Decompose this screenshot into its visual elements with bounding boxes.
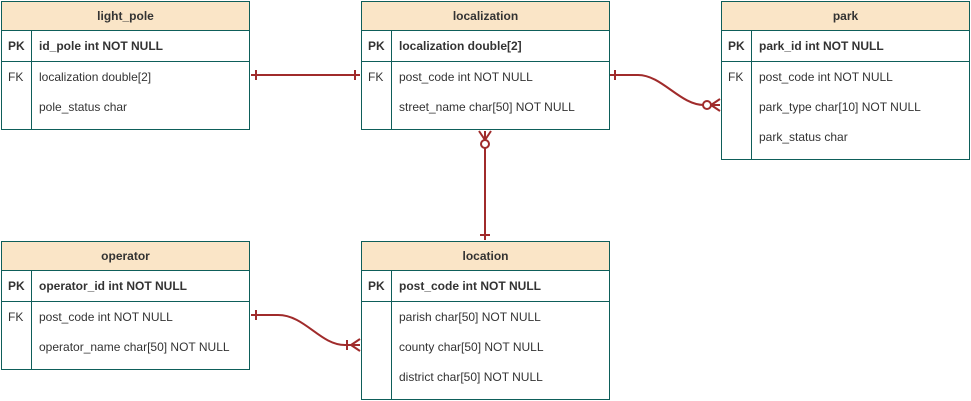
key-column-divider — [391, 31, 392, 129]
key-column-divider — [31, 31, 32, 129]
attribute-name: id_pole int NOT NULL — [39, 39, 163, 53]
pk-row[interactable]: PK post_code int NOT NULL — [362, 271, 609, 302]
key-column-divider — [751, 31, 752, 159]
attribute-row[interactable]: street_name char[50] NOT NULL — [362, 92, 609, 122]
entity-title: location — [362, 242, 609, 271]
entity-localization[interactable]: localization PK localization double[2] F… — [361, 1, 610, 130]
attribute-row[interactable]: FK localization double[2] — [2, 62, 249, 92]
fk-label: FK — [728, 70, 744, 84]
cardinality-zero-circle — [702, 100, 712, 110]
key-label — [362, 332, 391, 362]
attribute-name: operator_id int NOT NULL — [39, 279, 187, 293]
attribute-name: post_code int NOT NULL — [759, 70, 893, 84]
attribute-row[interactable]: parish char[50] NOT NULL — [362, 302, 609, 332]
attribute-name: localization double[2] — [39, 70, 152, 84]
attribute-name: park_status char — [759, 130, 848, 144]
pk-row[interactable]: PK id_pole int NOT NULL — [2, 31, 249, 62]
key-column-divider — [31, 271, 32, 369]
cardinality-zero-circle — [480, 139, 490, 149]
entity-park[interactable]: park PK park_id int NOT NULL FK post_cod… — [721, 1, 970, 160]
fk-label: FK — [368, 70, 384, 84]
cardinality-many-crowfoot — [478, 130, 492, 141]
entity-title: light_pole — [2, 2, 249, 31]
pk-row[interactable]: PK operator_id int NOT NULL — [2, 271, 249, 302]
attribute-name: post_code int NOT NULL — [39, 310, 173, 324]
pk-label: PK — [8, 279, 25, 293]
entity-operator[interactable]: operator PK operator_id int NOT NULL FK … — [1, 241, 250, 370]
attribute-name: post_code int NOT NULL — [399, 70, 533, 84]
key-label — [362, 362, 391, 392]
entity-light-pole[interactable]: light_pole PK id_pole int NOT NULL FK lo… — [1, 1, 250, 130]
key-label — [362, 92, 391, 122]
attribute-name: parish char[50] NOT NULL — [399, 310, 541, 324]
attribute-name: street_name char[50] NOT NULL — [399, 100, 575, 114]
fk-label: FK — [8, 310, 24, 324]
key-label — [2, 92, 31, 122]
attribute-row[interactable]: FK post_code int NOT NULL — [2, 302, 249, 332]
connector-operator-location[interactable] — [251, 314, 360, 346]
fk-label: FK — [8, 70, 24, 84]
attribute-row[interactable]: pole_status char — [2, 92, 249, 122]
key-label — [722, 92, 751, 122]
cardinality-many-crowfoot — [710, 98, 721, 112]
connector-localization-park[interactable] — [610, 74, 720, 106]
attribute-name: operator_name char[50] NOT NULL — [39, 340, 230, 354]
attribute-name: post_code int NOT NULL — [399, 279, 541, 293]
pk-label: PK — [8, 39, 25, 53]
attribute-name: park_type char[10] NOT NULL — [759, 100, 921, 114]
attribute-row[interactable]: district char[50] NOT NULL — [362, 362, 609, 392]
key-label — [2, 332, 31, 362]
attribute-name: pole_status char — [39, 100, 128, 114]
attribute-row[interactable]: operator_name char[50] NOT NULL — [2, 332, 249, 362]
entity-location[interactable]: location PK post_code int NOT NULL paris… — [361, 241, 610, 400]
attribute-name: localization double[2] — [399, 39, 522, 53]
pk-row[interactable]: PK park_id int NOT NULL — [722, 31, 969, 62]
attribute-name: park_id int NOT NULL — [759, 39, 884, 53]
cardinality-many-crowfoot — [350, 338, 361, 352]
attribute-row[interactable]: FK post_code int NOT NULL — [362, 62, 609, 92]
key-label — [362, 302, 391, 332]
entity-title: park — [722, 2, 969, 31]
attribute-row[interactable]: park_status char — [722, 122, 969, 152]
attribute-row[interactable]: park_type char[10] NOT NULL — [722, 92, 969, 122]
entity-title: operator — [2, 242, 249, 271]
pk-row[interactable]: PK localization double[2] — [362, 31, 609, 62]
attribute-row[interactable]: FK post_code int NOT NULL — [722, 62, 969, 92]
attribute-name: county char[50] NOT NULL — [399, 340, 544, 354]
attribute-name: district char[50] NOT NULL — [399, 370, 543, 384]
entity-title: localization — [362, 2, 609, 31]
key-label — [722, 122, 751, 152]
pk-label: PK — [368, 279, 385, 293]
pk-label: PK — [368, 39, 385, 53]
key-column-divider — [391, 271, 392, 399]
attribute-row[interactable]: county char[50] NOT NULL — [362, 332, 609, 362]
pk-label: PK — [728, 39, 745, 53]
